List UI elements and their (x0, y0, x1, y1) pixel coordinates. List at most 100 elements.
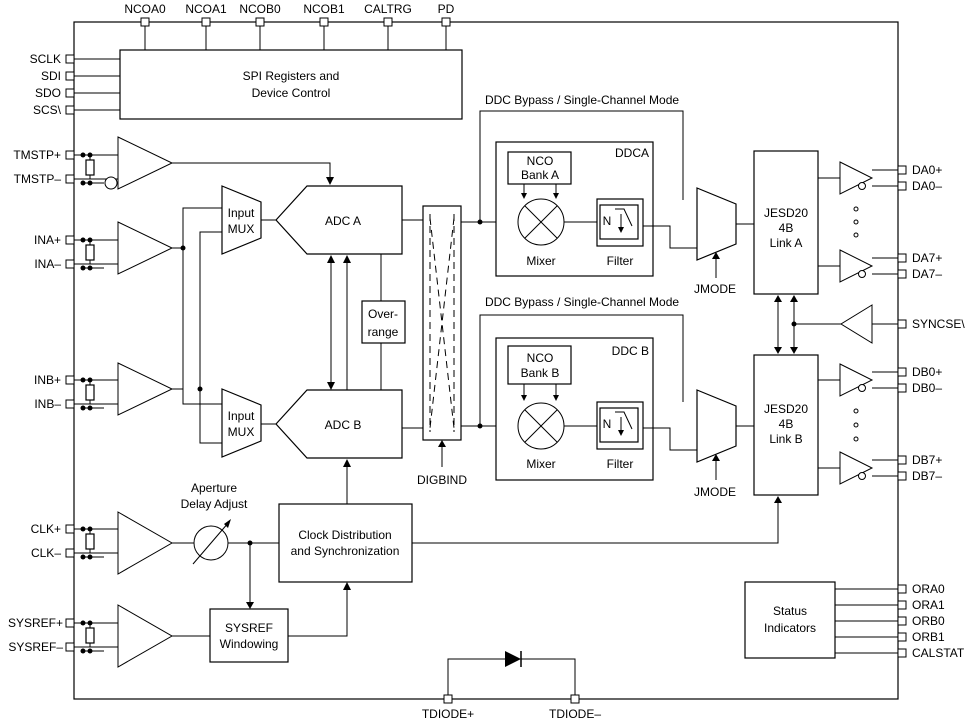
pin-label-inb-p: INB+ (34, 373, 61, 387)
db0-driver: DB0+ DB0– (818, 363, 942, 397)
pin-label-ina-n: INA– (34, 257, 61, 271)
pin-label-ora0: ORA0 (912, 582, 945, 596)
sysref-windowing: SYSREF Windowing (209, 582, 351, 663)
nco-a-line2: Bank A (521, 168, 559, 182)
pin-label-tdiode-p: TDIODE+ (422, 707, 474, 721)
pin-label-sdi: SDI (41, 69, 61, 83)
aperture-line2: Delay Adjust (181, 497, 248, 511)
top-pins: NCOA0 NCOA1 NCOB0 NCOB1 CALTRG PD (124, 2, 455, 50)
db-ellipsis (853, 408, 859, 442)
filter-b-n: N (603, 417, 612, 431)
pin-label-tdiode-n: TDIODE– (549, 707, 601, 721)
pin-label-calstat: CALSTAT (912, 646, 965, 660)
filter-b-label: Filter (607, 457, 634, 471)
pin-label-ncoa0: NCOA0 (124, 2, 166, 16)
aperture-delay: Aperture Delay Adjust (181, 481, 279, 609)
status-line1: Status (773, 604, 807, 618)
clock-line2: and Synchronization (291, 544, 400, 558)
pin-label-scs: SCS\ (33, 103, 62, 117)
chip-outline (73, 21, 899, 700)
temperature-diode: TDIODE+ TDIODE– (422, 651, 601, 721)
clk-buffer: CLK+ CLK– (31, 511, 194, 575)
pin-pd: PD (438, 2, 455, 50)
adc-interconnect (327, 254, 382, 390)
pin-label-db0-p: DB0+ (912, 365, 942, 379)
pin-label-syncse: SYNCSE\ (912, 317, 965, 331)
syncse-path: SYNCSE\ (774, 295, 965, 354)
digbind-label: DIGBIND (417, 473, 467, 487)
ddc-b-label: DDC B (612, 344, 649, 358)
pin-ncob1: NCOB1 (303, 2, 345, 50)
pin-label-da7-n: DA7– (912, 267, 942, 281)
da7-driver: DA7+ DA7– (818, 249, 942, 283)
jmode-b-label: JMODE (694, 485, 736, 499)
aperture-line1: Aperture (191, 481, 237, 495)
sysref-win-line1: SYSREF (225, 621, 273, 635)
jesd-a-line2: 4B (779, 221, 794, 235)
jesd-a-line3: Link A (770, 236, 803, 250)
sysref-win-line2: Windowing (220, 637, 279, 651)
pin-ncob0: NCOB0 (239, 2, 281, 50)
pin-label-ncob1: NCOB1 (303, 2, 345, 16)
filter-a-n: N (603, 214, 612, 228)
mux-b-line1: Input (228, 409, 255, 423)
pin-label-ora1: ORA1 (912, 598, 945, 612)
pin-label-db0-n: DB0– (912, 381, 942, 395)
ddc-a-block: DDCA NCO Bank A Mixer N Filter (495, 141, 697, 277)
pin-label-ncoa1: NCOA1 (185, 2, 227, 16)
adc-b-label: ADC B (325, 418, 362, 432)
jesd-b-line2: 4B (779, 417, 794, 431)
adc-a: ADC A (275, 185, 403, 255)
ddc-a-label: DDCA (615, 146, 649, 160)
nco-a-line1: NCO (527, 154, 554, 168)
mixer-b-label: Mixer (526, 457, 555, 471)
adc-a-label: ADC A (325, 214, 361, 228)
overrange-block: Over- range (361, 300, 406, 344)
digbind-crossbar: DIGBIND (417, 205, 467, 487)
filter-a-label: Filter (607, 254, 634, 268)
pin-label-db7-n: DB7– (912, 469, 942, 483)
pin-label-caltrg: CALTRG (364, 2, 412, 16)
pin-label-pd: PD (438, 2, 455, 16)
input-mux-a: Input MUX (221, 185, 262, 255)
pin-label-da7-p: DA7+ (912, 251, 942, 265)
ddc-bypass-a-label: DDC Bypass / Single-Channel Mode (485, 93, 679, 107)
ddc-bypass-b-label: DDC Bypass / Single-Channel Mode (485, 295, 679, 309)
ina-buffer: INA+ INA– (34, 221, 183, 275)
jesd-link-a: JESD20 4B Link A (753, 150, 819, 295)
pin-label-clk-n: CLK– (31, 546, 61, 560)
adc-b: ADC B (275, 389, 403, 459)
overrange-line1: Over- (368, 307, 398, 321)
sysref-buffer: SYSREF+ SYSREF– (8, 604, 210, 668)
pin-label-tmstp-p: TMSTP+ (13, 148, 61, 162)
jmode-a-label: JMODE (694, 282, 736, 296)
spi-line1: SPI Registers and (243, 69, 340, 83)
ddc-b-block: DDC B NCO Bank B Mixer N Filter (495, 337, 697, 481)
pin-label-da0-n: DA0– (912, 179, 942, 193)
nco-b-line1: NCO (527, 351, 554, 365)
overrange-line2: range (368, 325, 399, 339)
jesd-b-line1: JESD20 (764, 402, 808, 416)
status-indicators: Status Indicators ORA0 ORA1 ORB0 ORB1 CA… (744, 581, 965, 660)
pin-label-orb0: ORB0 (912, 614, 945, 628)
pin-label-tmstp-n: TMSTP– (14, 172, 62, 186)
pin-caltrg: CALTRG (364, 2, 412, 50)
jmode-mux-b: JMODE (694, 389, 754, 499)
pin-label-sclk: SCLK (30, 52, 61, 66)
spi-block: SPI Registers and Device Control (119, 49, 463, 120)
nco-b-line2: Bank B (521, 366, 560, 380)
pin-label-db7-p: DB7+ (912, 453, 942, 467)
ddc-bypass-a: DDC Bypass / Single-Channel Mode (461, 93, 684, 225)
pin-label-sysref-n: SYSREF– (8, 640, 63, 654)
pin-label-da0-p: DA0+ (912, 163, 942, 177)
clock-distribution: Clock Distribution and Synchronization (278, 459, 782, 583)
pin-label-sysref-p: SYSREF+ (8, 616, 63, 630)
pin-label-ncob0: NCOB0 (239, 2, 281, 16)
mux-b-line2: MUX (228, 425, 255, 439)
jesd-link-b: JESD20 4B Link B (753, 354, 819, 496)
mux-a-line1: Input (228, 206, 255, 220)
spi-pins: SCLK SDI SDO SCS\ (30, 52, 120, 117)
status-line2: Indicators (764, 621, 816, 635)
pin-label-sdo: SDO (35, 86, 61, 100)
pin-label-ina-p: INA+ (34, 233, 61, 247)
